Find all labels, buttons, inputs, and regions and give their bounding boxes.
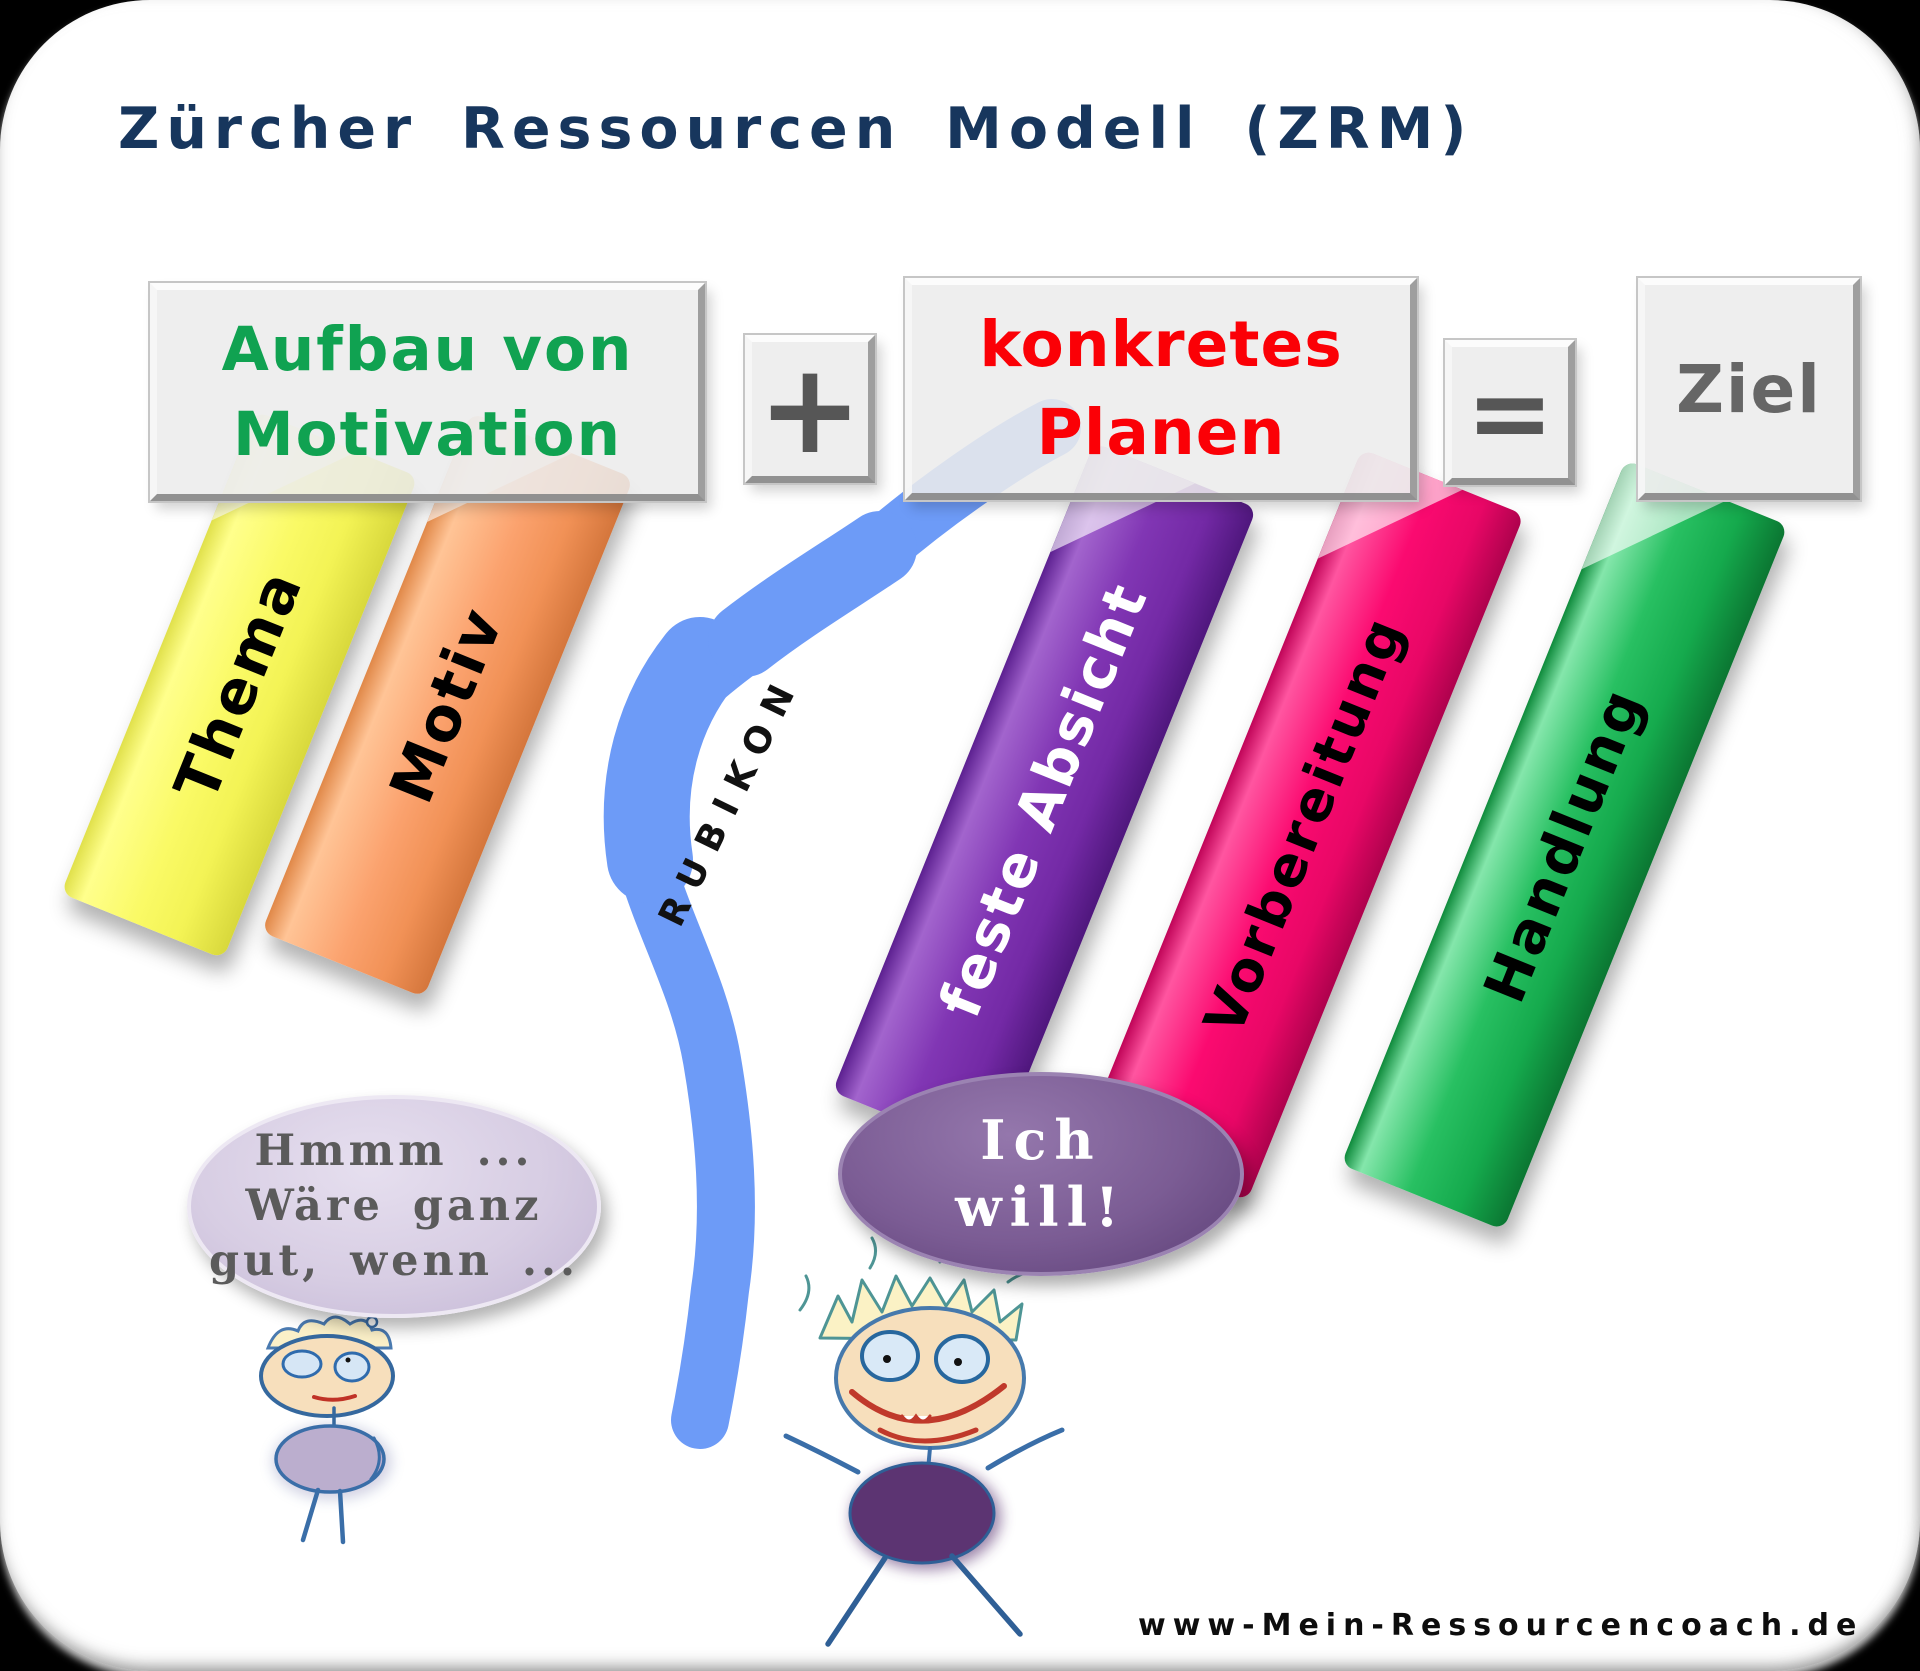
box-konkretes-planen: konkretes Planen — [905, 278, 1417, 500]
box-planen-line1: konkretes — [979, 307, 1343, 381]
bar-motiv-label: Motiv — [376, 597, 519, 813]
will-line-2: will! — [955, 1175, 1127, 1239]
box-aufbau-line1: Aufbau von — [221, 313, 634, 385]
box-ziel-label: Ziel — [1676, 350, 1822, 428]
thought-line-3: gut, wenn ... — [209, 1236, 579, 1287]
thought-bubble: Hmmm ... Wäre ganz gut, wenn ... — [187, 1095, 601, 1318]
website-url: www-Mein-Ressourcencoach.de — [1138, 1608, 1864, 1643]
page-title: Zürcher Ressourcen Modell (ZRM) — [118, 96, 1474, 162]
bar-thema-label: Thema — [161, 559, 318, 811]
box-aufbau-line2: Motivation — [232, 399, 622, 470]
thought-line-1: Hmmm ... — [254, 1125, 534, 1176]
box-ziel: Ziel — [1638, 278, 1860, 500]
will-line-1: Ich — [980, 1107, 1102, 1172]
box-aufbau-von-motivation: Aufbau von Motivation — [150, 283, 705, 501]
box-planen-line2: Planen — [1036, 396, 1286, 469]
plus-operator: + — [745, 335, 875, 483]
thought-line-2: Wäre ganz — [245, 1180, 543, 1231]
equals-operator: = — [1445, 340, 1575, 485]
speech-bubble-ich-will: Ich will! — [838, 1072, 1244, 1276]
